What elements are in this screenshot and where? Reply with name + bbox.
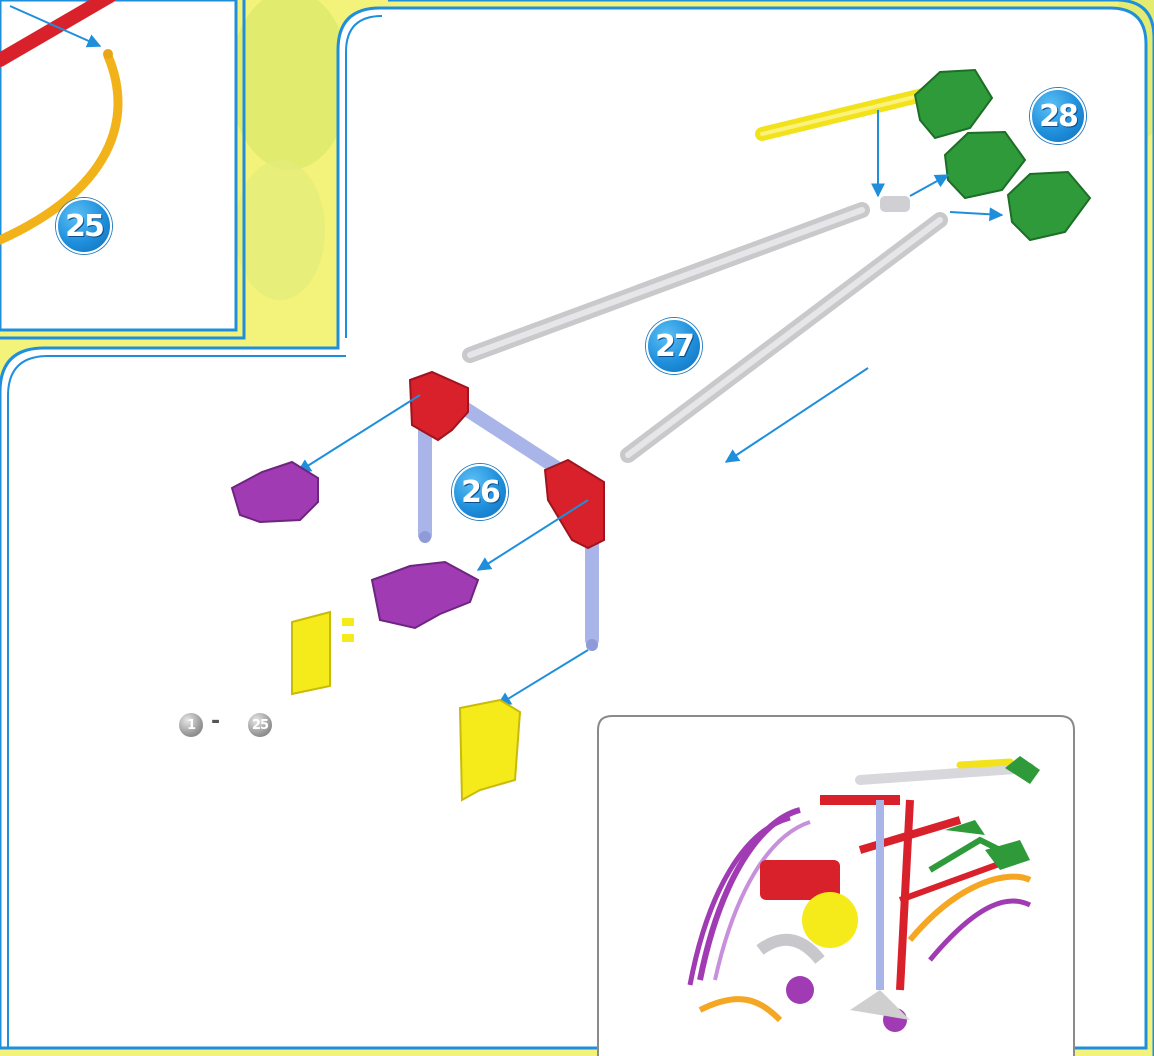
step-28-number: 28	[1039, 99, 1077, 134]
range-start-number: 1	[187, 718, 195, 733]
previous-step-panel	[0, 0, 244, 338]
range-end-number: 25	[252, 718, 268, 733]
step-25-number: 25	[65, 209, 103, 244]
step-28-badge: 28	[1030, 88, 1086, 144]
range-separator: -	[211, 709, 220, 734]
step-26-badge: 26	[452, 464, 508, 520]
step-26-number: 26	[461, 475, 499, 510]
step-27-badge: 27	[646, 318, 702, 374]
step-25-badge: 25	[56, 198, 112, 254]
completed-model-preview	[598, 716, 1074, 1056]
step-27-number: 27	[655, 329, 693, 364]
range-end-badge: 25	[247, 712, 273, 738]
range-start-badge: 1	[178, 712, 204, 738]
